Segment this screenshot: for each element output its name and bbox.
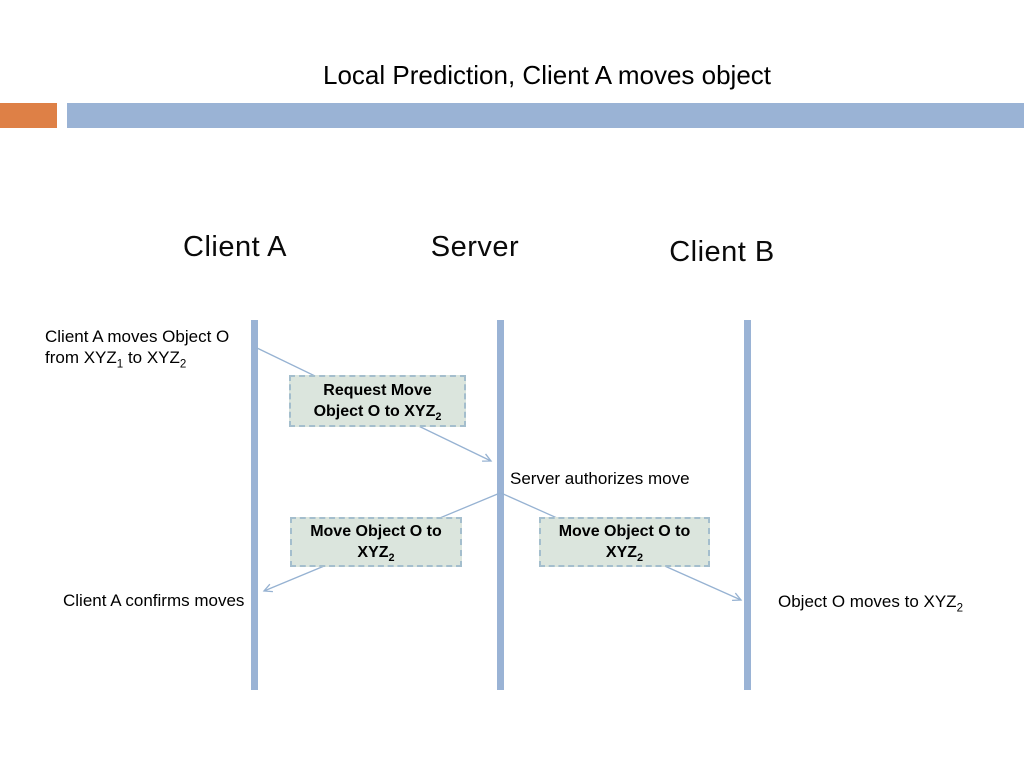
annotation-object-o-moves: Object O moves to XYZ2 — [778, 592, 963, 615]
subscript: 2 — [637, 552, 644, 565]
subscript: 1 — [116, 358, 124, 371]
message-box-line1: Move Object O to — [558, 523, 691, 540]
lifeline-server — [497, 320, 504, 690]
subscript: 2 — [179, 358, 187, 371]
message-box-move-object-client-a: Move Object O to XYZ2 — [290, 517, 462, 567]
slide-title: Local Prediction, Client A moves object — [322, 60, 772, 90]
lifeline-header-client-b: Client B — [669, 236, 775, 268]
lifeline-client-a — [251, 320, 258, 690]
annotation-client-a-confirms: Client A confirms moves — [63, 591, 245, 610]
message-box-line1: Request Move — [323, 382, 432, 399]
lifeline-header-client-a: Client A — [183, 231, 287, 263]
message-box-request-move: Request Move Object O to XYZ2 — [289, 375, 466, 427]
message-box-move-object-client-b: Move Object O to XYZ2 — [539, 517, 710, 567]
message-box-line2: Object O to XYZ2 — [313, 403, 442, 424]
annotation-server-authorizes: Server authorizes move — [510, 469, 690, 488]
message-box-line2: XYZ2 — [605, 544, 644, 565]
message-box-line1: Move Object O to — [310, 523, 442, 540]
subscript: 2 — [388, 552, 395, 565]
subscript: 2 — [435, 411, 442, 424]
accent-orange-block — [0, 103, 57, 128]
lifeline-client-b — [744, 320, 751, 690]
accent-blue-bar — [67, 103, 1024, 128]
message-box-line2: XYZ2 — [357, 544, 395, 565]
annotation-client-a-moves: Client A moves Object O from XYZ1 to XYZ… — [45, 327, 230, 371]
subscript: 2 — [956, 602, 963, 615]
lifeline-header-server: Server — [430, 231, 520, 263]
